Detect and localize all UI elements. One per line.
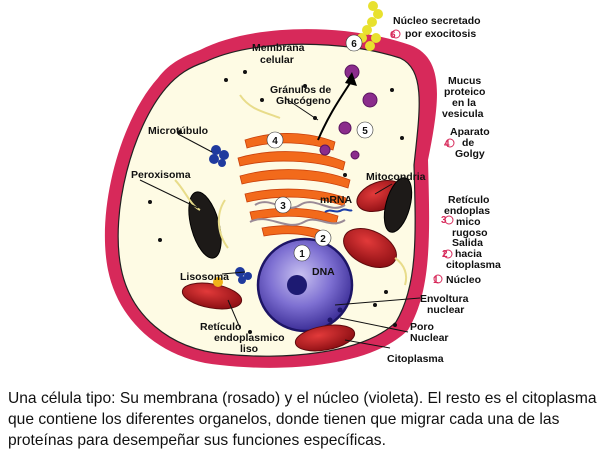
nuclear-pore [327, 317, 333, 323]
label-microtubulo: Microtúbulo [148, 125, 208, 137]
label-mrna: mRNA [320, 194, 353, 206]
label-granulos-glucogeno: Gránulos de Glucógeno [270, 84, 334, 107]
label-peroxisoma: Peroxisoma [131, 169, 191, 181]
label-reticulo-rugoso: Retículo endoplas mico rugoso [444, 194, 493, 239]
step-badge [293, 244, 311, 262]
cell-diagram: 6 5 4 3 2 1 Membrana celular Gránulos de… [104, 1, 501, 368]
rough-er [254, 201, 346, 209]
step-badge [274, 196, 292, 214]
step-badge [314, 229, 332, 247]
step-number-3: 3 [280, 201, 286, 212]
label-nucleo: Núcleo [446, 274, 481, 286]
glycogen-dots [148, 70, 404, 334]
step-badge [266, 131, 284, 149]
mrna-strand [324, 208, 353, 213]
step-number-4: 4 [272, 136, 278, 147]
legend-number-5: 5 [430, 100, 436, 111]
lysosome [383, 177, 413, 233]
step-badge [356, 121, 374, 139]
nucleolus [287, 275, 307, 295]
legend-number-4: 4 [444, 139, 450, 150]
leader-lines [139, 97, 421, 349]
step-number-2: 2 [320, 234, 326, 245]
legend-badge [391, 29, 401, 39]
label-envoltura-nuclear: Envoltura nuclear [420, 293, 471, 316]
legend-badge [444, 215, 454, 225]
step-number-6: 6 [351, 39, 357, 50]
golgi-apparatus [237, 133, 351, 241]
microtubules [174, 94, 408, 286]
legend-number-3: 3 [441, 215, 447, 226]
legend-number-6: 6 [390, 30, 396, 41]
legend-badge [445, 138, 455, 148]
lysosome-small [213, 277, 223, 287]
label-mucus: Mucus proteico en la vesicula [442, 75, 488, 120]
step-badge [345, 34, 363, 52]
secretion-arrow [317, 79, 353, 141]
label-reticulo-liso: Retículo endoplasmico liso [200, 321, 288, 355]
label-citoplasma: Citoplasma [387, 353, 444, 365]
rough-er [249, 218, 346, 226]
label-lisosoma: Lisosoma [180, 271, 229, 283]
legend-badge [433, 274, 443, 284]
figure-caption: Una célula tipo: Su membrana (rosado) y … [8, 390, 597, 449]
label-salida-citoplasma: Salida hacia citoplasma [446, 237, 501, 271]
label-poro-nuclear: Poro Nuclear [410, 321, 449, 344]
label-membrana-celular: Membrana celular [252, 42, 307, 66]
secretion-arrowhead [345, 72, 357, 86]
mitochondrion [294, 324, 356, 352]
label-mitocondria: Mitocondria [366, 171, 426, 183]
label-aparato-golgy: Aparato de Golgy [450, 126, 493, 160]
label-dna: DNA [312, 266, 335, 278]
nuclear-pore [337, 307, 343, 313]
legend-number-2: 2 [442, 249, 448, 260]
label-nucleo-secretado: Núcleo secretado por exocitosis [393, 15, 483, 40]
legend-number-1: 1 [433, 275, 439, 286]
legend-badge [443, 249, 453, 259]
step-number-1: 1 [299, 249, 305, 260]
step-number-5: 5 [362, 126, 368, 137]
mitochondrion [343, 228, 397, 268]
